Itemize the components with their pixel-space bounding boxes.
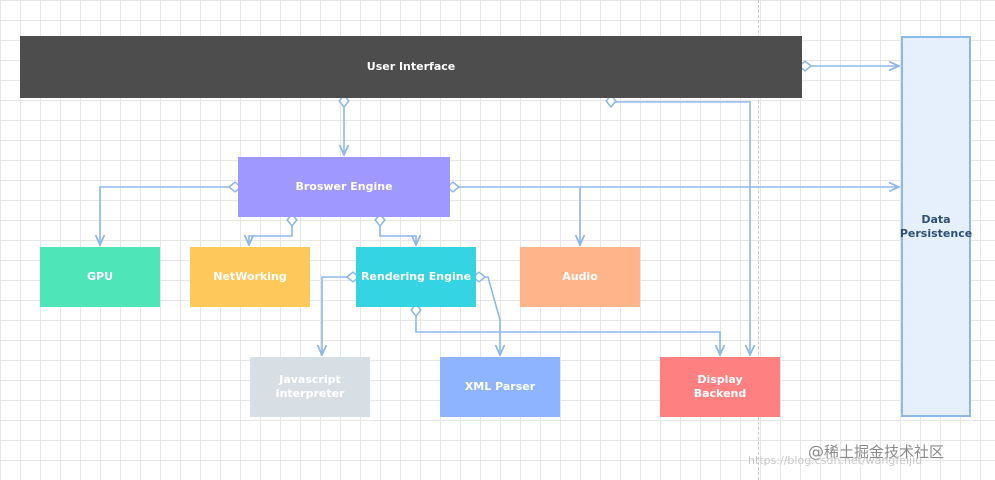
gpu-node: GPU xyxy=(40,247,160,307)
dashed-guide-line xyxy=(758,0,759,480)
data-persistence-node: Data Persistence xyxy=(900,36,972,417)
display-backend-node: Display Backend xyxy=(660,357,780,417)
browser-engine-node: Broswer Engine xyxy=(238,157,450,217)
edge-browser-engine-to-rendering-engine xyxy=(380,220,416,245)
networking-node: NetWorking xyxy=(190,247,310,307)
watermark-url: https://blog.csdn.net/wangfeijiu xyxy=(748,454,923,467)
edge-browser-engine-to-gpu xyxy=(100,187,235,245)
user-interface-node: User Interface xyxy=(20,36,802,98)
edge-browser-engine-to-networking xyxy=(249,220,292,245)
rendering-engine-node: Rendering Engine xyxy=(356,247,476,307)
xml-parser-node: XML Parser xyxy=(440,357,560,417)
edge-ui-to-display-backend xyxy=(611,101,750,355)
audio-node: Audio xyxy=(520,247,640,307)
edge-rendering-engine-to-js-interpreter xyxy=(322,277,353,355)
edge-rendering-engine-to-display-backend xyxy=(416,310,720,355)
watermark: @稀土掘金技术社区 xyxy=(808,441,944,462)
javascript-interpreter-node: Javascript Interpreter xyxy=(250,357,370,417)
watermark-text: 稀土掘金技术社区 xyxy=(824,443,945,461)
edge-rendering-engine-to-xml-parser xyxy=(479,277,500,355)
watermark-at: @ xyxy=(808,442,824,461)
